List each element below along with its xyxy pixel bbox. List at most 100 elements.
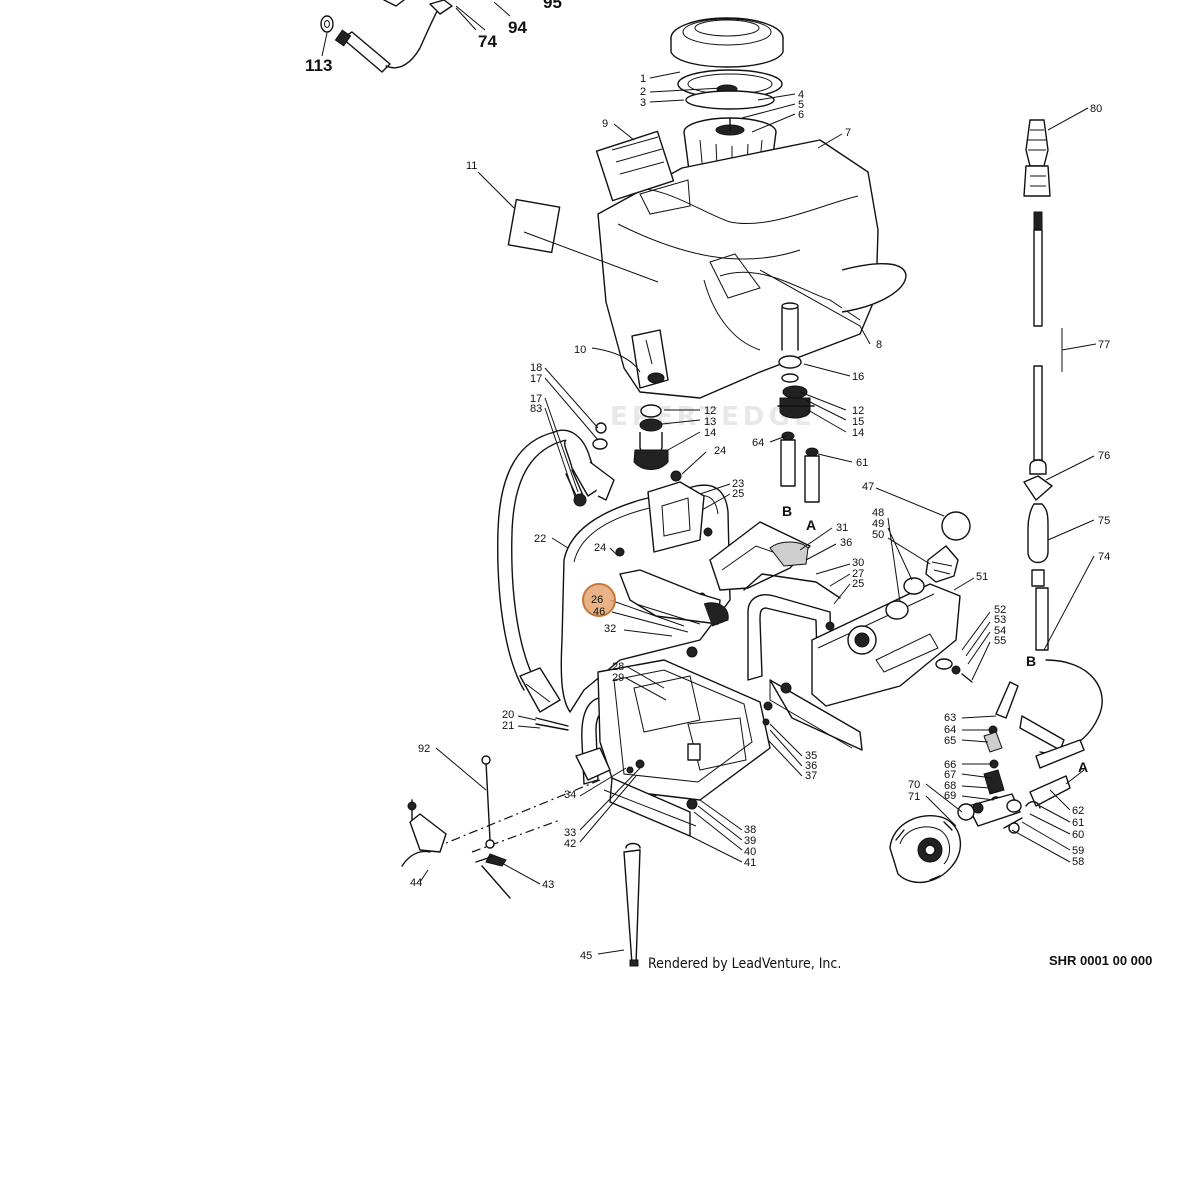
callout-22[interactable]: 22: [534, 533, 546, 545]
callout-94[interactable]: 94: [508, 18, 527, 37]
callout-74-wand[interactable]: 74: [1098, 551, 1110, 563]
callout-54[interactable]: 54: [994, 625, 1006, 637]
callout-66[interactable]: 66: [944, 759, 956, 771]
callout-75[interactable]: 75: [1098, 515, 1110, 527]
callout-63[interactable]: 63: [944, 712, 956, 724]
callout-37[interactable]: 37: [805, 770, 817, 782]
callout-12-right[interactable]: 12: [852, 405, 864, 417]
callout-67[interactable]: 67: [944, 769, 956, 781]
callout-44[interactable]: 44: [410, 877, 422, 889]
callout-49[interactable]: 49: [872, 518, 884, 530]
callout-113[interactable]: 113: [305, 56, 332, 75]
callout-51[interactable]: 51: [976, 571, 988, 583]
callout-20[interactable]: 20: [502, 709, 514, 721]
callout-9[interactable]: 9: [602, 118, 608, 130]
callout-55[interactable]: 55: [994, 635, 1006, 647]
callout-24-top[interactable]: 24: [714, 445, 726, 457]
callout-18[interactable]: 18: [530, 362, 542, 374]
callout-3[interactable]: 3: [640, 97, 646, 109]
callout-53[interactable]: 53: [994, 614, 1006, 626]
render-credit: Rendered by LeadVenture, Inc.: [648, 956, 841, 972]
callout-41[interactable]: 41: [744, 857, 756, 869]
callout-60[interactable]: 60: [1072, 829, 1084, 841]
callout-68[interactable]: 68: [944, 780, 956, 792]
callout-5[interactable]: 5: [798, 99, 804, 111]
callout-64-lower[interactable]: 64: [944, 724, 956, 736]
callout-43[interactable]: 43: [542, 879, 554, 891]
callout-77[interactable]: 77: [1098, 339, 1110, 351]
callout-32-mid[interactable]: 32: [604, 623, 616, 635]
callout-62[interactable]: 62: [1072, 805, 1084, 817]
callout-labels: 113 74 94 95 1 2 3 4 5 6 7 8 9 10 11 12 …: [305, 0, 1110, 962]
callout-83[interactable]: 83: [530, 403, 542, 415]
callout-a-tank[interactable]: A: [806, 517, 816, 533]
callout-31[interactable]: 31: [836, 522, 848, 534]
callout-76[interactable]: 76: [1098, 450, 1110, 462]
callout-71[interactable]: 71: [908, 791, 920, 803]
callout-26[interactable]: 26: [591, 594, 603, 606]
callout-28[interactable]: 28: [612, 661, 624, 673]
callout-30[interactable]: 30: [852, 557, 864, 569]
callout-24-mid[interactable]: 24: [594, 542, 606, 554]
callout-17-bottom[interactable]: 17: [530, 393, 542, 405]
callout-14-right[interactable]: 14: [852, 427, 864, 439]
callout-12-left[interactable]: 12: [704, 405, 716, 417]
frame-brackets: [619, 521, 841, 627]
callout-65[interactable]: 65: [944, 735, 956, 747]
callout-92[interactable]: 92: [418, 743, 430, 755]
callout-21[interactable]: 21: [502, 720, 514, 732]
callout-95[interactable]: 95: [543, 0, 562, 12]
callout-74[interactable]: 74: [478, 32, 497, 51]
selected-part-hotspot[interactable]: [582, 583, 616, 617]
callout-50[interactable]: 50: [872, 529, 884, 541]
callout-25-top[interactable]: 25: [732, 488, 744, 500]
callout-29[interactable]: 29: [612, 672, 624, 684]
callout-45[interactable]: 45: [580, 950, 592, 962]
callout-23[interactable]: 23: [732, 478, 744, 490]
callout-46[interactable]: 46: [593, 606, 605, 618]
callout-a-pump[interactable]: A: [1078, 759, 1088, 775]
callout-7[interactable]: 7: [845, 127, 851, 139]
callout-36-bottom[interactable]: 36: [805, 760, 817, 772]
callout-59[interactable]: 59: [1072, 845, 1084, 857]
callout-58[interactable]: 58: [1072, 856, 1084, 868]
callout-34[interactable]: 34: [564, 789, 576, 801]
callout-27[interactable]: 27: [852, 568, 864, 580]
callout-70[interactable]: 70: [908, 779, 920, 791]
callout-b-pump[interactable]: B: [1026, 653, 1036, 669]
callout-33-bottom[interactable]: 33: [564, 827, 576, 839]
callout-38[interactable]: 38: [744, 824, 756, 836]
callout-61-lower[interactable]: 61: [1072, 817, 1084, 829]
callout-25-mid[interactable]: 25: [852, 578, 864, 590]
callout-69[interactable]: 69: [944, 790, 956, 802]
callout-1[interactable]: 1: [640, 73, 646, 85]
callout-15[interactable]: 15: [852, 416, 864, 428]
pump-assembly: [889, 681, 1071, 884]
callout-39[interactable]: 39: [744, 835, 756, 847]
shoulder-strap: [497, 429, 615, 731]
callout-35[interactable]: 35: [805, 750, 817, 762]
drawing-code: SHR 0001 00 000: [1049, 953, 1152, 968]
top-left-parts: [320, 0, 511, 73]
callout-47[interactable]: 47: [862, 481, 874, 493]
callout-6[interactable]: 6: [798, 109, 804, 121]
callout-16[interactable]: 16: [852, 371, 864, 383]
callout-80[interactable]: 80: [1090, 103, 1102, 115]
callout-17-top[interactable]: 17: [530, 373, 542, 385]
callout-36-top[interactable]: 36: [840, 537, 852, 549]
callout-b-tank[interactable]: B: [782, 503, 792, 519]
callout-42[interactable]: 42: [564, 838, 576, 850]
callout-52[interactable]: 52: [994, 604, 1006, 616]
callout-11[interactable]: 11: [466, 160, 477, 172]
callout-40[interactable]: 40: [744, 846, 756, 858]
callout-10[interactable]: 10: [574, 344, 586, 356]
callout-61-upper[interactable]: 61: [856, 457, 868, 469]
leader-lines: [321, 7, 1097, 955]
callout-14-left[interactable]: 14: [704, 427, 716, 439]
callout-2[interactable]: 2: [640, 86, 646, 98]
callout-8[interactable]: 8: [876, 339, 882, 351]
callout-13-left[interactable]: 13: [704, 416, 716, 428]
callout-4[interactable]: 4: [798, 89, 804, 101]
callout-64-upper[interactable]: 64: [752, 437, 764, 449]
callout-48[interactable]: 48: [872, 507, 884, 519]
